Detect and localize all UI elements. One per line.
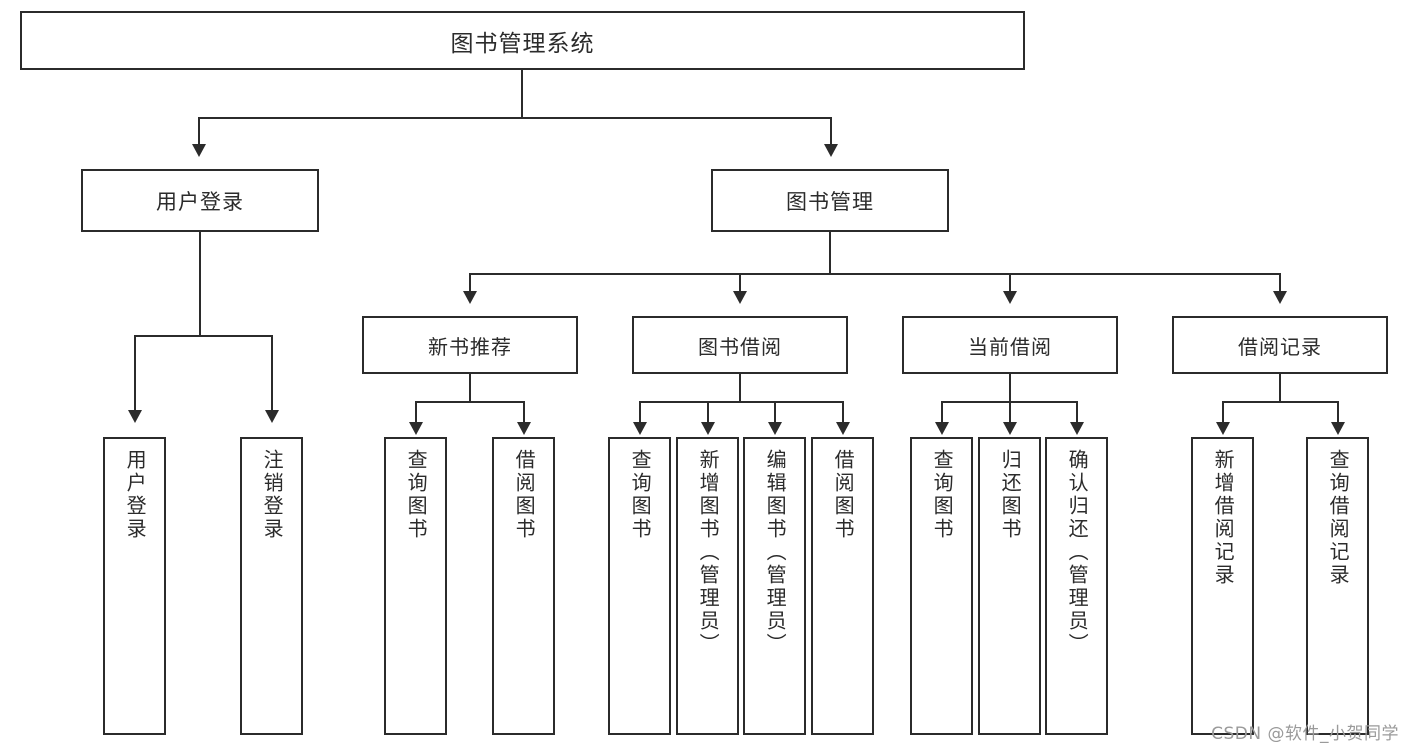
edge-book-manage-bus [469,273,1281,275]
node-label: 新增借阅记录 [1211,449,1236,587]
arrow-borrow-record-leaf2 [1331,422,1345,435]
edge-borrow-record-down [1279,374,1281,402]
arrow-current-borrow-leaf3 [1070,422,1084,435]
edge-book-borrow-down [739,374,741,402]
arrow-to-user-login [192,144,206,157]
edge-to-user-login [198,117,200,145]
leaf-search-book-current[interactable]: 查询图书 [910,437,973,735]
node-label: 借阅图书 [831,449,856,541]
leaf-user-login[interactable]: 用户登录 [103,437,166,735]
edge-to-book-borrow [739,273,741,292]
leaf-search-borrow-record[interactable]: 查询借阅记录 [1306,437,1369,735]
arrow-new-book-leaf2 [517,422,531,435]
arrow-to-current-borrow [1003,291,1017,304]
arrow-book-borrow-leaf4 [836,422,850,435]
node-label: 查询图书 [628,449,653,541]
edge-new-book-leaf2 [523,401,525,423]
node-label: 新增图书（管理员） [696,449,721,656]
edge-current-borrow-leaf3 [1076,401,1078,423]
arrow-to-book-borrow [733,291,747,304]
edge-user-login-leaf2 [271,335,273,411]
node-current-borrow[interactable]: 当前借阅 [902,316,1118,374]
arrow-borrow-record-leaf1 [1216,422,1230,435]
node-new-book-recommend[interactable]: 新书推荐 [362,316,578,374]
edge-book-borrow-bus [639,401,844,403]
arrow-to-book-manage [824,144,838,157]
node-label: 借阅记录 [1238,334,1322,359]
arrow-current-borrow-leaf2 [1003,422,1017,435]
edge-borrow-record-bus [1222,401,1339,403]
arrow-to-borrow-record [1273,291,1287,304]
arrow-book-borrow-leaf3 [768,422,782,435]
node-label: 用户登录 [156,189,244,214]
edge-book-borrow-leaf1 [639,401,641,423]
node-label: 新书推荐 [428,334,512,359]
edge-book-borrow-leaf2 [707,401,709,423]
node-borrow-record[interactable]: 借阅记录 [1172,316,1388,374]
edge-current-borrow-leaf2 [1009,401,1011,423]
node-label: 注销登录 [260,449,285,541]
arrow-current-borrow-leaf1 [935,422,949,435]
edge-to-current-borrow [1009,273,1011,292]
edge-book-borrow-leaf3 [774,401,776,423]
node-root-system[interactable]: 图书管理系统 [20,11,1025,70]
edge-borrow-record-leaf2 [1337,401,1339,423]
leaf-search-book-borrow[interactable]: 查询图书 [608,437,671,735]
arrow-book-borrow-leaf2 [701,422,715,435]
node-book-borrow[interactable]: 图书借阅 [632,316,848,374]
arrow-user-login-leaf1 [128,410,142,423]
edge-borrow-record-leaf1 [1222,401,1224,423]
node-label: 图书管理 [786,189,874,214]
leaf-confirm-return-admin[interactable]: 确认归还（管理员） [1045,437,1108,735]
node-label: 用户登录 [123,449,148,541]
node-label: 借阅图书 [512,449,537,541]
edge-to-book-manage [830,117,832,145]
leaf-search-book-recommend[interactable]: 查询图书 [384,437,447,735]
node-user-login[interactable]: 用户登录 [81,169,319,232]
edge-root-bus [198,117,832,119]
leaf-borrow-book[interactable]: 借阅图书 [811,437,874,735]
edge-user-login-down [199,232,201,336]
edge-book-manage-down [829,232,831,274]
edge-to-borrow-record [1279,273,1281,292]
node-label: 查询借阅记录 [1326,449,1351,587]
edge-new-book-leaf1 [415,401,417,423]
node-label: 编辑图书（管理员） [763,449,788,656]
node-label: 当前借阅 [968,334,1052,359]
edge-user-login-leaf1 [134,335,136,411]
edge-new-book-bus [415,401,525,403]
arrow-book-borrow-leaf1 [633,422,647,435]
edge-to-new-book [469,273,471,292]
arrow-new-book-leaf1 [409,422,423,435]
node-label: 图书借阅 [698,334,782,359]
edge-book-borrow-leaf4 [842,401,844,423]
leaf-return-book[interactable]: 归还图书 [978,437,1041,735]
leaf-logout[interactable]: 注销登录 [240,437,303,735]
edge-current-borrow-down [1009,374,1011,402]
leaf-borrow-book-recommend[interactable]: 借阅图书 [492,437,555,735]
node-book-management[interactable]: 图书管理 [711,169,949,232]
leaf-edit-book-admin[interactable]: 编辑图书（管理员） [743,437,806,735]
leaf-add-borrow-record[interactable]: 新增借阅记录 [1191,437,1254,735]
edge-current-borrow-leaf1 [941,401,943,423]
edge-root-down [521,70,523,118]
node-label: 查询图书 [930,449,955,541]
node-label: 图书管理系统 [450,30,595,57]
leaf-add-book-admin[interactable]: 新增图书（管理员） [676,437,739,735]
edge-new-book-down [469,374,471,402]
node-label: 归还图书 [998,449,1023,541]
node-label: 查询图书 [404,449,429,541]
arrow-to-new-book [463,291,477,304]
arrow-user-login-leaf2 [265,410,279,423]
node-label: 确认归还（管理员） [1065,449,1090,656]
edge-user-login-bus [134,335,273,337]
